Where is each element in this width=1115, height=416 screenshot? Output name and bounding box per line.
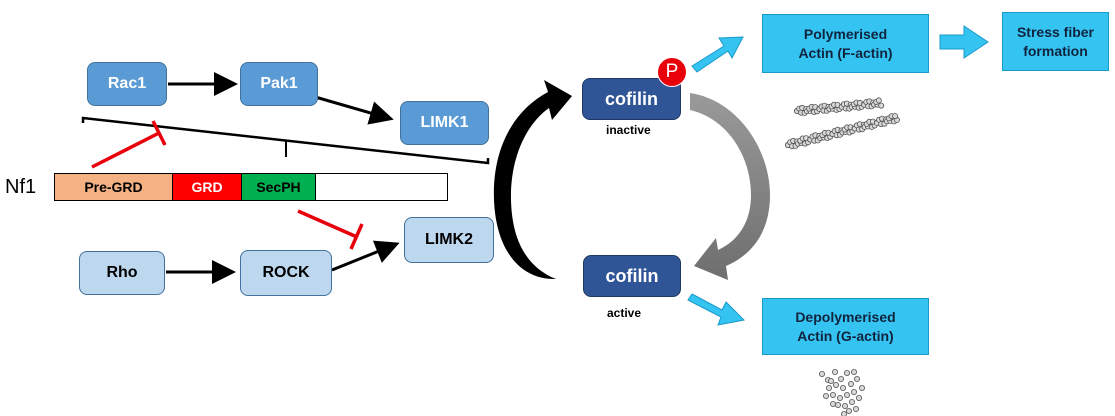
nf1-domain-secph: SecPH — [241, 173, 316, 201]
limk1-box: LIMK1 — [400, 101, 489, 145]
inhibition-bar-top — [151, 120, 167, 146]
arrow-to-depolymerised — [687, 293, 746, 326]
cofilin-inactive-state: inactive — [606, 123, 651, 137]
rho-label: Rho — [106, 264, 138, 281]
rac1-label: Rac1 — [107, 75, 147, 92]
limk1-label: LIMK1 — [420, 114, 469, 131]
cofilin-inactive-box: cofilin — [582, 78, 681, 120]
arrow-polymerised-to-stress — [939, 25, 989, 59]
nf1-label: Nf1 — [5, 176, 37, 198]
inhibition-bar-bottom — [349, 223, 364, 250]
nf1-domain-grd: GRD — [172, 173, 242, 201]
phosphate-badge: P — [657, 57, 687, 87]
f-actin-filaments-icon — [785, 97, 900, 150]
rock-box: ROCK — [240, 250, 332, 296]
inhibition-line-bottom — [297, 209, 358, 239]
cofilin-active-state: active — [607, 306, 642, 320]
polymerised-line1: Polymerised — [803, 25, 888, 42]
nf1-domain-c-terminal — [315, 173, 448, 201]
phosphorylation-curved-arrow — [493, 80, 572, 280]
limk2-box: LIMK2 — [404, 217, 494, 263]
rac1-box: Rac1 — [87, 62, 167, 106]
inhibition-line-top — [91, 131, 160, 169]
pak1-box: Pak1 — [240, 62, 318, 106]
depolymerised-actin-box: Depolymerised Actin (G-actin) — [762, 298, 929, 355]
arrow-rock-limk2 — [331, 240, 400, 272]
g-actin-monomers-icon — [819, 368, 866, 416]
cofilin-active-label: cofilin — [605, 265, 659, 286]
depolymerised-line2: Actin (G-actin) — [797, 327, 894, 344]
cofilin-inactive-label: cofilin — [605, 88, 658, 109]
polymerised-line2: Actin (F-actin) — [798, 44, 893, 61]
stress-line2: formation — [1023, 42, 1088, 59]
stress-fiber-box: Stress fiber formation — [1002, 12, 1109, 71]
pak1-label: Pak1 — [260, 75, 298, 92]
rock-label: ROCK — [262, 264, 310, 281]
rho-box: Rho — [79, 251, 165, 295]
cofilin-active-box: cofilin — [583, 255, 681, 297]
depolymerised-line1: Depolymerised — [795, 308, 896, 325]
phosphate-badge-label: P — [665, 61, 679, 82]
polymerised-actin-box: Polymerised Actin (F-actin) — [762, 14, 929, 73]
stress-line1: Stress fiber — [1016, 23, 1095, 40]
dephosphorylation-curved-arrow — [690, 93, 770, 280]
nf1-domain-pre-grd: Pre-GRD — [54, 173, 173, 201]
arrow-to-polymerised — [691, 36, 744, 73]
limk2-label: LIMK2 — [425, 231, 473, 248]
